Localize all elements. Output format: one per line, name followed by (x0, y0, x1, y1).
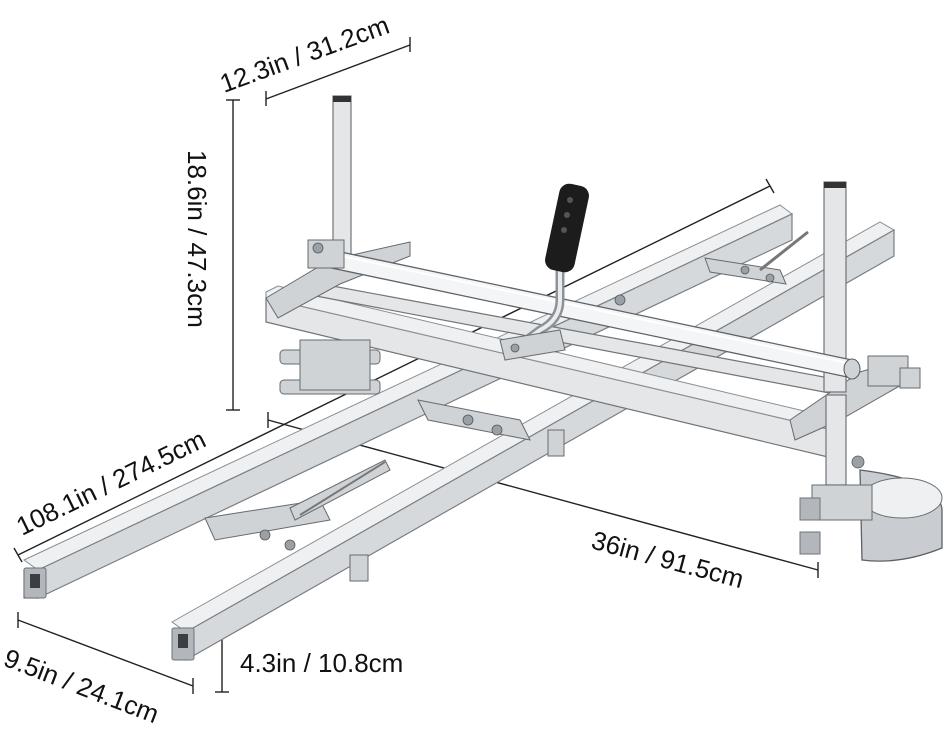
depth-label: 36in / 91.5cm (588, 525, 747, 594)
bar-clamp (799, 455, 943, 562)
rail-cross-brackets (204, 230, 809, 582)
guide-rod (307, 239, 861, 380)
vertical-posts (332, 95, 847, 486)
height-label: 18.6in / 47.3cm (182, 150, 212, 328)
rail-width-label: 9.5in / 24.1cm (0, 643, 163, 730)
rail-height-label: 4.3in / 10.8cm (240, 648, 403, 678)
handle (499, 183, 626, 361)
mill-frame (265, 241, 921, 459)
